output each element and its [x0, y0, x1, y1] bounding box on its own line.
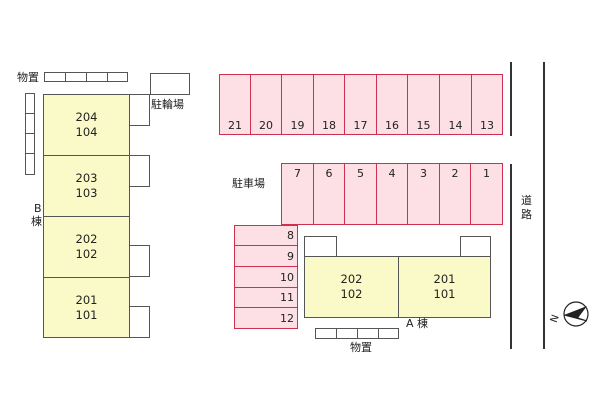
- unit-number-upper: 203: [75, 171, 98, 185]
- parking-row-middle: 7 6 5 4 3 2 1: [281, 163, 503, 225]
- unit-number-lower: 102: [75, 247, 98, 261]
- parking-space: 1: [470, 163, 503, 225]
- unit-number-upper: 202: [75, 232, 98, 246]
- side-storage-strip: [25, 93, 35, 175]
- parking-space: 15: [407, 74, 440, 135]
- storage-cell: [378, 328, 399, 339]
- parking-space: 4: [376, 163, 408, 225]
- balcony: [129, 306, 150, 338]
- parking-space: 19: [281, 74, 314, 135]
- unit-number-upper: 201: [433, 272, 456, 286]
- building-b-mune: 棟: [31, 215, 42, 228]
- parking-space: 13: [471, 74, 503, 135]
- unit-number-lower: 101: [75, 307, 98, 322]
- parking-space: 18: [313, 74, 345, 135]
- storage-cell: [86, 72, 108, 82]
- unit-number-lower: 102: [340, 287, 363, 301]
- parking-space: 9: [234, 245, 298, 267]
- parking-space: 17: [344, 74, 377, 135]
- balcony: [129, 155, 150, 187]
- parking-space: 2: [439, 163, 471, 225]
- balcony: [460, 236, 491, 257]
- north-arrow-icon: [563, 301, 589, 327]
- road-label-char-1: 道: [521, 194, 532, 207]
- parking-space: 20: [250, 74, 282, 135]
- balcony: [304, 236, 337, 257]
- parking-space: 8: [234, 225, 298, 246]
- unit-number-lower: 101: [433, 287, 456, 301]
- unit-number-lower: 104: [75, 125, 98, 139]
- parking-space: 5: [344, 163, 377, 225]
- storage-cell: [315, 328, 337, 339]
- parking-space: 10: [234, 266, 298, 288]
- unit-number-upper: 201: [75, 292, 98, 307]
- parking-space: 16: [376, 74, 408, 135]
- parking-column-left: 8 9 10 11 12: [234, 225, 298, 329]
- building-a-label: A 棟: [406, 317, 429, 330]
- building-b-unit-203-103: 203 103: [43, 155, 130, 217]
- building-b-letter: B: [34, 202, 42, 215]
- storage-cell: [65, 72, 87, 82]
- parking-row-top: 21 20 19 18 17 16 15 14 13: [219, 74, 503, 135]
- building-b-unit-204-104: 204 104: [43, 94, 130, 156]
- storage-cell: [44, 72, 66, 82]
- unit-number-lower: 103: [75, 186, 98, 200]
- storage-label-top: 物置: [17, 71, 39, 84]
- storage-cell: [107, 72, 128, 82]
- storage-cell: [336, 328, 358, 339]
- parking-space: 12: [234, 307, 298, 329]
- storage-cell: [25, 93, 35, 114]
- parking-space: 21: [219, 74, 251, 135]
- building-b-unit-201-101: 201 101: [43, 277, 130, 338]
- building-b-unit-202-102: 202 102: [43, 216, 130, 278]
- storage-cell: [25, 133, 35, 154]
- road-label-char-2: 路: [521, 208, 532, 221]
- unit-number-upper: 204: [75, 110, 98, 124]
- parking-space: 11: [234, 287, 298, 308]
- building-a-unit-202-102: 202 102: [304, 256, 399, 318]
- storage-cell: [25, 113, 35, 134]
- road-edge-line: [543, 62, 545, 349]
- unit-number-upper: 202: [340, 272, 363, 286]
- compass: N: [549, 298, 592, 330]
- storage-cell: [357, 328, 379, 339]
- storage-label-bottom: 物置: [350, 341, 372, 354]
- storage-shed-top: [44, 72, 128, 82]
- parking-label: 駐車場: [232, 177, 265, 190]
- bicycle-parking-label: 駐輪場: [151, 98, 184, 111]
- building-a-unit-201-101: 201 101: [398, 256, 491, 318]
- road-edge-line: [510, 62, 512, 136]
- storage-shed-bottom: [315, 328, 399, 339]
- balcony: [129, 94, 150, 126]
- bicycle-parking-area: [150, 73, 190, 95]
- road-edge-line: [510, 164, 512, 349]
- parking-space: 14: [439, 74, 472, 135]
- balcony: [129, 245, 150, 277]
- parking-space: 6: [313, 163, 345, 225]
- storage-cell: [25, 153, 35, 175]
- parking-space: 3: [407, 163, 440, 225]
- parking-space: 7: [281, 163, 314, 225]
